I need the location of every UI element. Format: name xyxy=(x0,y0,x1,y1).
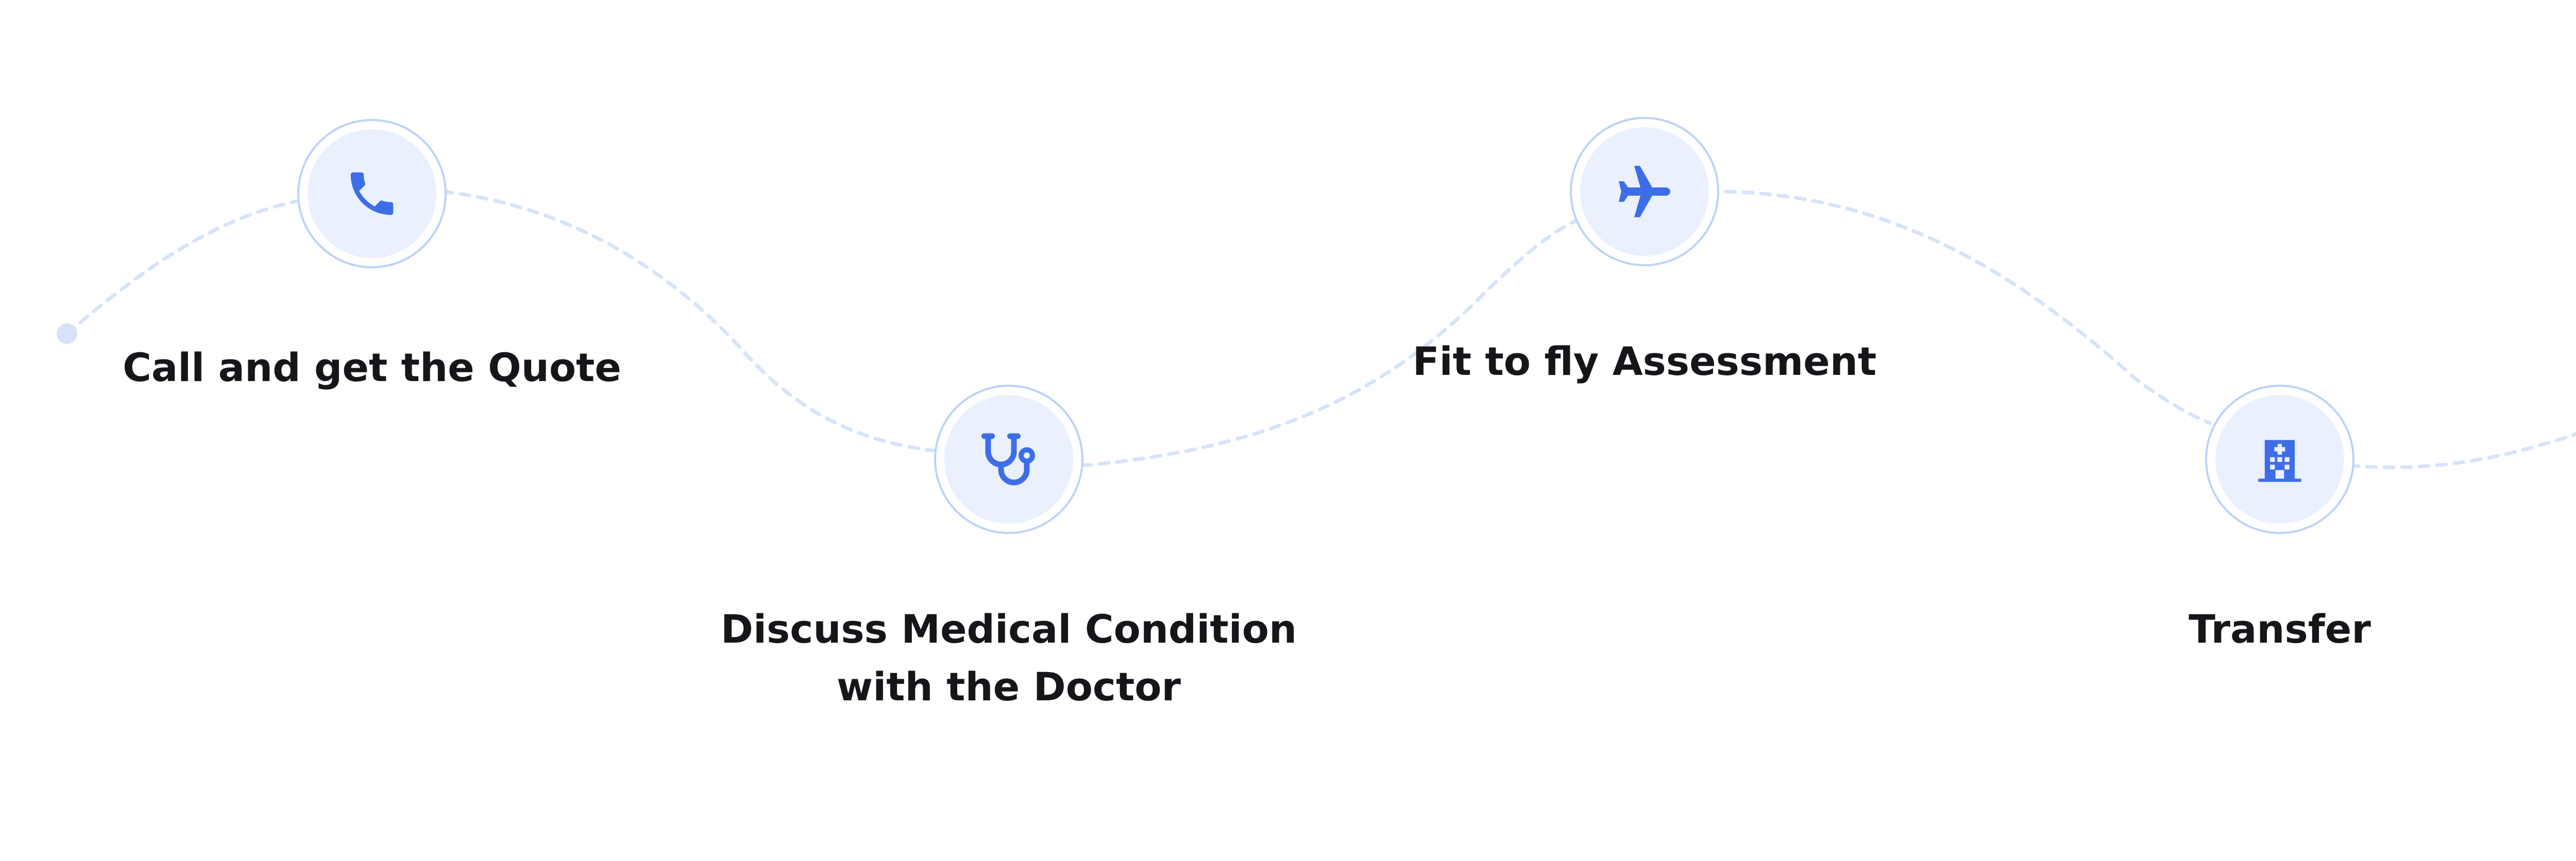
phone-icon xyxy=(350,172,394,215)
airplane-icon xyxy=(1619,166,1670,217)
step-3-label: Fit to fly Assessment xyxy=(1412,338,1877,384)
start-dot xyxy=(57,323,77,344)
stethoscope-icon xyxy=(981,433,1035,486)
step-1-label: Call and get the Quote xyxy=(123,345,621,390)
step-4-node xyxy=(2205,385,2354,534)
hospital-icon xyxy=(2258,440,2301,482)
step-2-label: Discuss Medical Condition with the Docto… xyxy=(720,606,1297,710)
step-4-label: Transfer xyxy=(2189,606,2371,652)
step-1-node xyxy=(297,119,447,268)
step-2-node xyxy=(934,385,1083,534)
step-3-node xyxy=(1570,117,1719,266)
